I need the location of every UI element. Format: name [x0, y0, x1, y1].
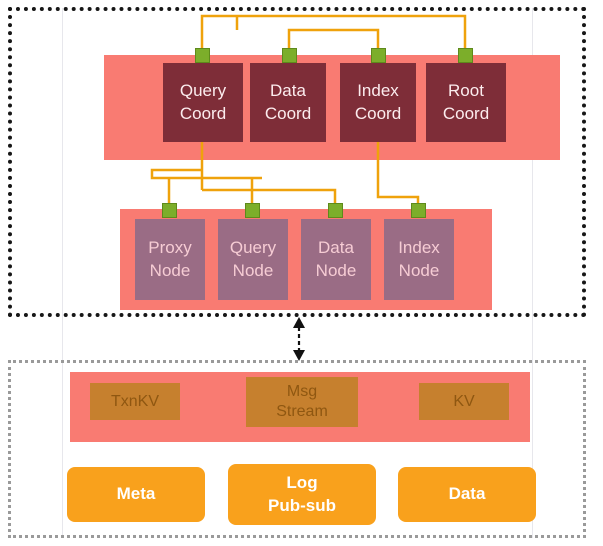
txnkv-label: TxnKV	[110, 392, 159, 410]
guide-line-right	[532, 8, 533, 538]
bidirectional-arrow-icon	[293, 317, 305, 361]
index-node-box: Index Node	[384, 219, 454, 300]
query-coord-label: Query Coord	[179, 81, 227, 123]
root-coord-port-icon	[458, 48, 473, 63]
data-coord-port-icon	[282, 48, 297, 63]
txnkv-box: TxnKV	[90, 383, 180, 420]
kv-label: KV	[453, 392, 475, 410]
proxy-node-label: Proxy Node	[148, 238, 192, 280]
index-coord-box: Index Coord	[340, 63, 416, 142]
root-coord-label: Root Coord	[442, 81, 490, 123]
query-node-port-icon	[245, 203, 260, 218]
meta-store-box: Meta	[67, 467, 205, 522]
root-coord-box: Root Coord	[426, 63, 506, 142]
meta-store-label: Meta	[116, 484, 156, 504]
data-coord-label: Data Coord	[264, 81, 312, 123]
data-coord-box: Data Coord	[250, 63, 326, 142]
storage-layer-boundary	[8, 360, 586, 538]
compute-layer-boundary	[8, 7, 586, 317]
query-coord-port-icon	[195, 48, 210, 63]
query-node-label: Query Node	[229, 238, 277, 280]
query-coord-box: Query Coord	[163, 63, 243, 142]
data-store-label: Data	[448, 484, 486, 504]
data-node-port-icon	[328, 203, 343, 218]
guide-line-left	[62, 8, 63, 538]
proxy-node-port-icon	[162, 203, 177, 218]
data-node-box: Data Node	[301, 219, 371, 300]
kv-box: KV	[419, 383, 509, 420]
msg-stream-label: Msg Stream	[276, 383, 328, 420]
data-store-box: Data	[398, 467, 536, 522]
proxy-node-box: Proxy Node	[135, 219, 205, 300]
msg-stream-box: Msg Stream	[246, 377, 358, 427]
index-coord-port-icon	[371, 48, 386, 63]
log-pubsub-store-label: Log Pub-sub	[268, 473, 336, 515]
index-node-port-icon	[411, 203, 426, 218]
data-node-label: Data Node	[315, 238, 357, 280]
index-coord-label: Index Coord	[354, 81, 402, 123]
query-node-box: Query Node	[218, 219, 288, 300]
log-pubsub-store-box: Log Pub-sub	[228, 464, 376, 525]
index-node-label: Index Node	[398, 238, 440, 280]
